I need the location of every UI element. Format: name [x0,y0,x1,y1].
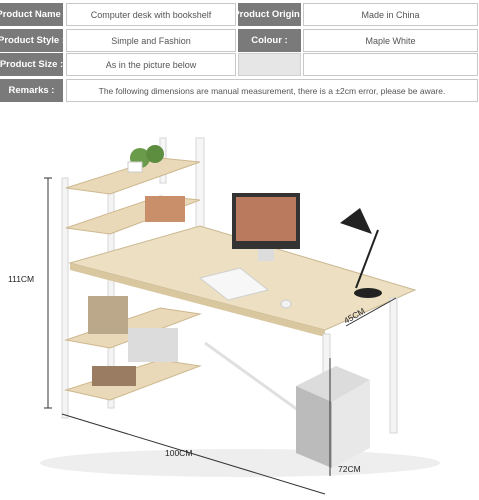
bookshelf [61,137,205,419]
colour-label: Colour : [238,29,301,52]
plant-pot [127,161,143,173]
books-bottom-shelf [92,366,136,386]
floor-shadow [40,449,440,477]
plant-leaves-2 [146,145,164,163]
product-name-value: Computer desk with bookshelf [66,3,236,26]
monitor-screen [236,197,296,241]
dimension-lines [44,177,397,495]
width-label: 100CM [165,448,192,458]
depth-line [345,297,397,327]
lamp-head [340,208,372,234]
lamp-arm [355,229,379,289]
empty-cell-value [303,53,478,76]
pc-tower-front [296,386,332,468]
width-line [61,413,326,495]
desk-leg-back-right [389,297,398,434]
desk-product-illustration: 111CM 100CM 45CM 72CM [8,137,440,495]
colour-value: Maple White [303,29,478,52]
desk-top-edge [70,263,325,337]
mouse [280,299,292,309]
height-label: 111CM [8,274,34,284]
keyboard [198,267,270,301]
remarks-value: The following dimensions are manual meas… [66,79,478,102]
books-top-shelf [145,196,185,222]
product-origin-value: Made in China [303,3,478,26]
product-origin-label: Product Origin : [238,3,301,26]
pc-tower-top [296,366,370,402]
spec-table: Product Name : Computer desk with booksh… [0,0,479,104]
product-name-label: Product Name : [0,3,63,26]
remarks-label: Remarks : [0,79,63,102]
product-style-label: Product Style : [0,29,63,52]
shelf-post-left-front [61,177,69,419]
product-size-value: As in the picture below [66,53,236,76]
books-middle-shelf [88,296,128,334]
product-style-value: Simple and Fashion [66,29,236,52]
product-size-label: Product Size : [0,53,63,76]
pc-tower-side [332,380,370,468]
lamp-base [354,288,382,298]
empty-cell-label [238,53,301,76]
monitor-stand [258,249,274,261]
desk-height-label: 72CM [338,464,361,474]
books-lower-shelf [128,328,178,362]
